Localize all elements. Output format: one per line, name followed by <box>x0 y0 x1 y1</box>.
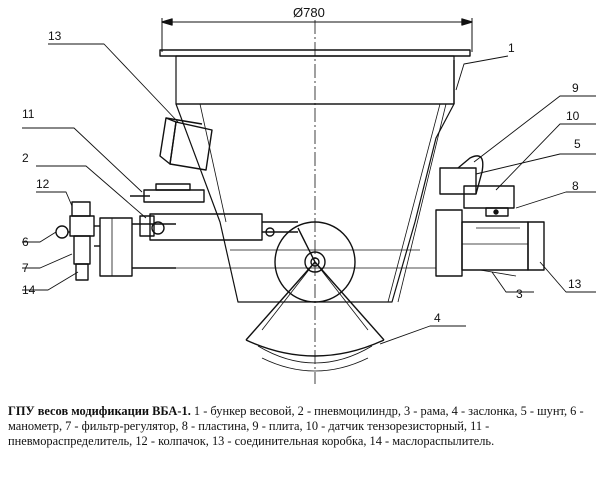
gate-mechanism <box>245 221 385 372</box>
callout-10: 10 <box>566 109 580 123</box>
callout-5: 5 <box>574 137 581 151</box>
callout-4: 4 <box>434 311 441 325</box>
figure-caption: ГПУ весов модификации ВБА-1. 1 - бункер … <box>8 404 594 449</box>
callout-14: 14 <box>22 283 36 297</box>
weighing-hopper <box>159 49 471 303</box>
callout-13-right: 13 <box>568 277 582 291</box>
callout-3: 3 <box>516 287 523 301</box>
pneumatic-distributor <box>130 183 205 203</box>
leader-lines <box>22 43 596 345</box>
caption-legend: 1 - бункер весовой, 2 - пневмоцилиндр, 3… <box>8 404 584 448</box>
pneumatic-cylinder <box>139 213 298 241</box>
junction-box-left <box>159 117 213 171</box>
diameter-dimension <box>161 18 473 52</box>
callout-8: 8 <box>572 179 579 193</box>
callout-6: 6 <box>22 235 29 249</box>
callout-1: 1 <box>508 41 515 55</box>
callout-9: 9 <box>572 81 579 95</box>
callout-7: 7 <box>22 261 29 275</box>
hopper-assembly-drawing: Ø780 1 2 3 4 5 6 7 8 9 10 11 12 13 13 14 <box>22 5 596 384</box>
caption-title: ГПУ весов модификации ВБА-1. <box>8 404 191 418</box>
callout-12: 12 <box>36 177 50 191</box>
frame <box>99 209 545 277</box>
callout-13-left: 13 <box>48 29 62 43</box>
load-sensor <box>439 155 515 217</box>
diameter-label: Ø780 <box>293 5 325 20</box>
callout-11: 11 <box>22 107 35 121</box>
callout-2: 2 <box>22 151 29 165</box>
filter-regulator <box>55 201 100 281</box>
